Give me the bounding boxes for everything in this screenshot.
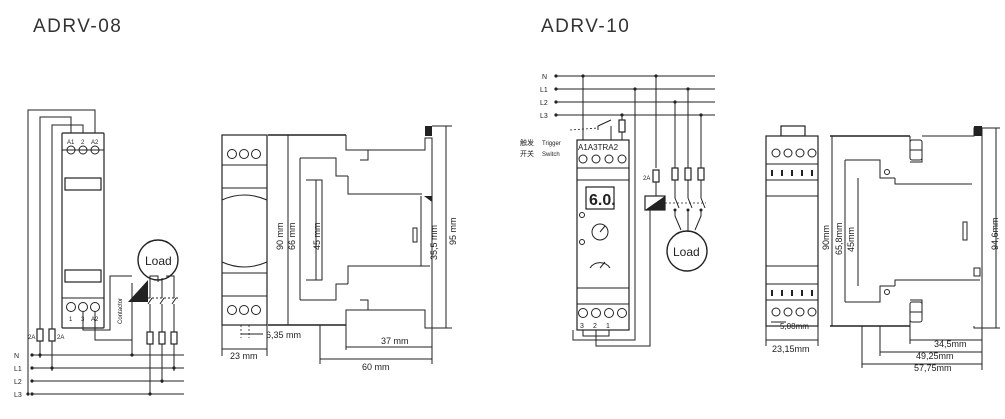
relay-window-bottom [64,269,102,283]
dim-depth-355: 35,5 mm [429,225,439,260]
rail-clip-icon [974,126,982,136]
dim-height-66: 66 mm [287,222,297,250]
dim-height-90: 90 mm [275,222,285,250]
fuse-label: 2A [28,335,35,341]
model-title-adrv-10: ADRV-10 [541,16,631,37]
indicator-led [579,212,585,218]
front-housing [221,134,268,326]
dim-depth-4925: 49,25mm [916,351,954,361]
fuse-icon [36,328,44,342]
dim-width-23: 23 mm [230,351,258,361]
dim-width-2315: 23,15mm [772,344,810,354]
line-label-l1: L1 [14,366,22,373]
dim-height-45: 45mm [846,227,856,252]
terminal-label: 3 [580,323,584,330]
fuse-icon [48,328,56,342]
top-clip [780,125,806,137]
adrv-08-wiring-diagram: A1 2 A2 1 3 A2 2A 2A Contactor Load [14,109,184,399]
dim-height-90: 90mm [821,225,831,250]
dim-height-45: 45 mm [312,222,322,250]
line-label-l2: L2 [540,100,548,107]
indicator-led [579,239,585,245]
digital-display [585,186,615,210]
fuse-label: 2A [57,335,64,341]
trigger-label-cn: 触发 [520,138,534,147]
range-dial-icon [589,262,611,269]
load-label: Load [145,254,172,268]
switch-label-cn: 开关 [520,149,534,158]
terminal-label: 2 [593,323,597,330]
line-label-n: N [14,353,19,360]
load-circle [666,230,708,272]
dim-pitch-508: 5,08mm [780,322,809,331]
model-title-adrv-08: ADRV-08 [33,16,123,37]
line-label-l2: L2 [14,379,22,386]
terminal-label-top: A1A3TRA2 [578,143,619,152]
relay-body-adrv-08 [61,132,105,329]
trigger-label-en: Trigger [542,141,561,147]
dim-depth-345: 34,5mm [934,339,967,349]
relay-window-top [64,177,102,191]
dim-height-95: 95 mm [448,217,458,245]
dim-gap-635: 6,35 mm [266,330,301,340]
rail-hook-icon [424,196,432,202]
dim-height-658: 65,8mm [834,222,844,255]
fuse-label: 2A [643,176,650,182]
terminal-label: 1 [69,317,73,323]
terminal-label: 2 [81,140,85,146]
load-circle [137,239,179,281]
adrv-10-side-view: 90mm 65,8mm 45mm 94,6mm 34,5mm 49,25mm 5… [821,126,1000,373]
terminal-label: 1 [606,323,610,330]
rail-clip-icon [425,126,432,136]
terminal-label: A1 [67,140,75,146]
contactor-coil-icon [128,280,148,302]
line-label-l3: L3 [14,392,22,399]
terminal-label: A2 [91,140,99,146]
switch-label-en: Switch [542,152,560,158]
dim-depth-37: 37 mm [381,336,409,346]
adrv-10-wiring-diagram: N L1 L2 L3 触发 Trigger 开关 Switch A1A3TRA2… [520,74,715,347]
line-label-l3: L3 [540,113,548,120]
relay-body-adrv-10 [576,139,630,331]
contactor-label: Contactor [118,298,124,324]
fuse-icon [652,169,660,183]
adrv-10-front-view: 5,08mm 23,15mm [765,125,819,354]
load-label: Load [673,245,700,259]
adrv-08-side-view: 90 mm 66 mm 45 mm 35,5 mm 95 mm 37 mm 60… [268,125,458,372]
delay-knob-icon [591,223,609,241]
adrv-08-front-view: 23 mm 6,35 mm [221,134,301,361]
display-value: 6.0. [589,192,616,209]
line-label-l1: L1 [540,87,548,94]
dim-depth-5775: 57,75mm [914,363,952,373]
dim-depth-60: 60 mm [362,362,390,372]
dim-height-946: 94,6mm [990,217,1000,250]
fuse-icon [618,119,626,133]
line-label-n: N [542,74,547,81]
